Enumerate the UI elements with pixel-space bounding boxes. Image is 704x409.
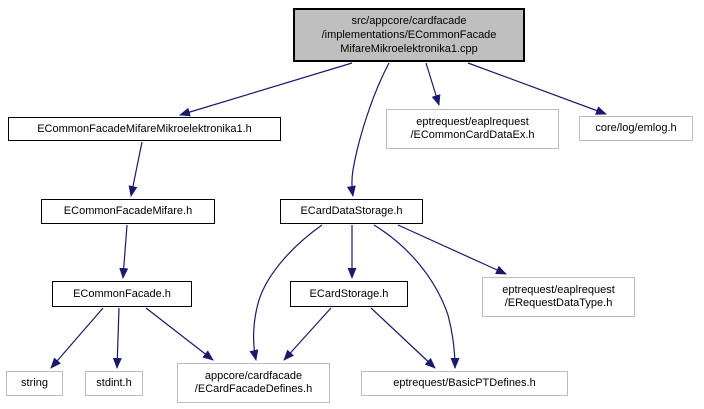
edge-cpp-to-carddatastorage bbox=[346, 62, 390, 197]
node-label-line: appcore/cardfacade bbox=[204, 370, 303, 382]
node-ecommonfacade-h[interactable]: ECommonFacade.h bbox=[52, 281, 192, 307]
edge-commonfacade-to-string bbox=[50, 307, 104, 369]
node-string: string bbox=[6, 371, 63, 396]
node-core-log-emlog-h: core/log/emlog.h bbox=[579, 116, 693, 141]
node-label-line: src/appcore/cardfacade bbox=[351, 15, 467, 27]
node-label-line: /ECardFacadeDefines.h bbox=[194, 383, 313, 395]
edge-carddatastorage-to-basicpt bbox=[373, 224, 460, 369]
node-label-line: /implementations/ECommonFacade bbox=[321, 29, 497, 41]
node-ecardfacadedefines-h: appcore/cardfacade /ECardFacadeDefines.h bbox=[177, 363, 330, 403]
edge-cardstorage-to-basicpt bbox=[370, 307, 436, 369]
node-label-line: eptrequest/eaplrequest bbox=[502, 284, 615, 296]
node-label-line: /ECommonCardDataEx.h bbox=[410, 129, 535, 141]
edge-mikro-to-facademifare bbox=[128, 141, 143, 197]
node-ecommonfacademifare-h[interactable]: ECommonFacadeMifare.h bbox=[41, 199, 215, 224]
edge-carddatastorage-to-requestdatatype bbox=[397, 224, 507, 275]
node-ecardstorage-h[interactable]: ECardStorage.h bbox=[290, 281, 408, 307]
node-ecommonfacademifaremikroelektronika1-h[interactable]: ECommonFacadeMifareMikroelektronika1.h bbox=[8, 117, 281, 141]
node-stdint-h: stdint.h bbox=[85, 371, 143, 396]
node-ecarddatastorage-h[interactable]: ECardDataStorage.h bbox=[280, 199, 423, 224]
edge-cpp-to-carddataex bbox=[425, 62, 441, 106]
edge-cpp-to-emlog bbox=[467, 62, 607, 115]
node-erequestdatatype-h: eptrequest/eaplrequest /ERequestDataType… bbox=[482, 277, 635, 317]
edge-cpp-to-mikro bbox=[179, 62, 353, 117]
node-basicptdefines-h: eptrequest/BasicPTDefines.h bbox=[361, 371, 568, 396]
edge-carddatastorage-to-facadedefines bbox=[249, 224, 323, 361]
edge-facademifare-to-commonfacade bbox=[119, 224, 129, 279]
node-src-appcore-cardfacade-cpp: src/appcore/cardfacade /implementations/… bbox=[293, 8, 525, 62]
node-ecommoncarddataex-h: eptrequest/eaplrequest /ECommonCardDataE… bbox=[386, 109, 559, 149]
edge-commonfacade-to-stdint bbox=[112, 307, 122, 369]
edge-commonfacade-to-facadedefines bbox=[145, 307, 214, 361]
node-label-line: MifareMikroelektronika1.cpp bbox=[340, 43, 478, 55]
node-label-line: /ERequestDataType.h bbox=[504, 297, 613, 309]
edge-cardstorage-to-facadedefines bbox=[283, 307, 332, 361]
node-label-line: eptrequest/eaplrequest bbox=[416, 116, 529, 128]
